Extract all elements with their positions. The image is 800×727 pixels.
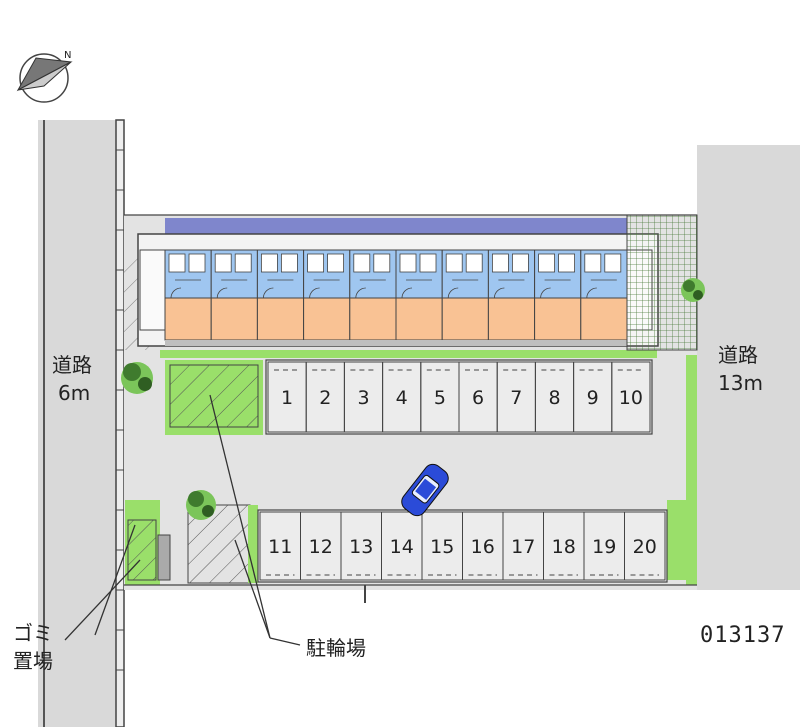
apartment-unit — [210, 249, 258, 341]
garbage-area — [125, 500, 171, 585]
southeast-green — [667, 500, 686, 580]
apartment-unit — [580, 249, 628, 341]
ditch-ticks — [116, 149, 124, 671]
leader-lines — [64, 394, 301, 646]
apartment-unit — [441, 249, 489, 341]
tree-icon — [186, 490, 216, 520]
parking-space-number: 11 — [268, 536, 292, 558]
bicycle-parking-north-inner — [169, 364, 259, 428]
parking-space: 20 — [624, 511, 666, 581]
apartment-unit — [256, 249, 305, 341]
parking-space-number: 20 — [633, 536, 657, 558]
parking-space: 7 — [496, 361, 536, 433]
parking-row-top: 1 2 3 4 5 6 7 8 9 10 — [265, 359, 653, 435]
property-code: 013137 — [700, 623, 785, 648]
south-green-left — [248, 505, 258, 583]
parking-space: 6 — [458, 361, 498, 433]
apartment-unit — [303, 249, 351, 341]
parking-space-number: 3 — [357, 387, 369, 409]
building-roof-strip — [165, 218, 627, 234]
east-road-width: 13m — [718, 371, 763, 395]
parking-space-number: 19 — [592, 536, 616, 558]
west-road-ditch — [115, 119, 125, 727]
tree-icon — [121, 362, 153, 394]
parking-row-bottom: 11 12 13 14 15 16 17 18 19 20 — [257, 509, 668, 583]
compass-arrow-icon: N — [16, 50, 73, 103]
apartment-unit — [534, 249, 582, 341]
west-stair — [139, 249, 166, 331]
apartment-unit — [487, 249, 536, 341]
parking-space: 4 — [382, 361, 422, 433]
apartment-unit — [349, 249, 397, 341]
west-road-name: 道路 — [52, 353, 92, 377]
car-icon — [401, 463, 449, 517]
garbage-label-line1: ゴミ — [13, 621, 53, 645]
apartment-unit — [164, 249, 212, 341]
compass-north-mark: N — [64, 50, 71, 61]
parking-space-number: 16 — [471, 536, 495, 558]
apartment-building — [137, 218, 659, 347]
west-road-width: 6m — [58, 381, 90, 405]
apartment-unit — [395, 249, 443, 341]
east-road-name: 道路 — [718, 343, 758, 367]
parking-space-number: 4 — [396, 387, 408, 409]
building-corridor — [165, 340, 627, 346]
parking-space-number: 2 — [319, 387, 331, 409]
parking-space-number: 6 — [472, 387, 484, 409]
tree-icon — [681, 278, 705, 302]
parking-space-number: 7 — [510, 387, 522, 409]
parking-space-number: 12 — [309, 536, 333, 558]
parking-space-number: 1 — [281, 387, 293, 409]
parking-space-number: 9 — [587, 387, 599, 409]
parking-space: 12 — [300, 511, 342, 581]
east-road — [697, 145, 800, 590]
east-hedge — [686, 355, 697, 585]
parking-space-number: 5 — [434, 387, 446, 409]
parking-space-number: 10 — [619, 387, 643, 409]
west-road — [38, 120, 124, 727]
parking-space-number: 17 — [511, 536, 535, 558]
parking-space-number: 18 — [552, 536, 576, 558]
bicycle-parking-label: 駐輪場 — [306, 636, 366, 660]
parking-space: 10 — [611, 361, 651, 433]
parking-space-number: 15 — [430, 536, 454, 558]
parking-space: 16 — [462, 511, 504, 581]
parking-space-number: 8 — [548, 387, 560, 409]
parking-space-number: 14 — [390, 536, 414, 558]
north-green-band — [160, 350, 657, 358]
garbage-label-line2: 置場 — [13, 649, 53, 673]
parking-space-number: 13 — [349, 536, 373, 558]
